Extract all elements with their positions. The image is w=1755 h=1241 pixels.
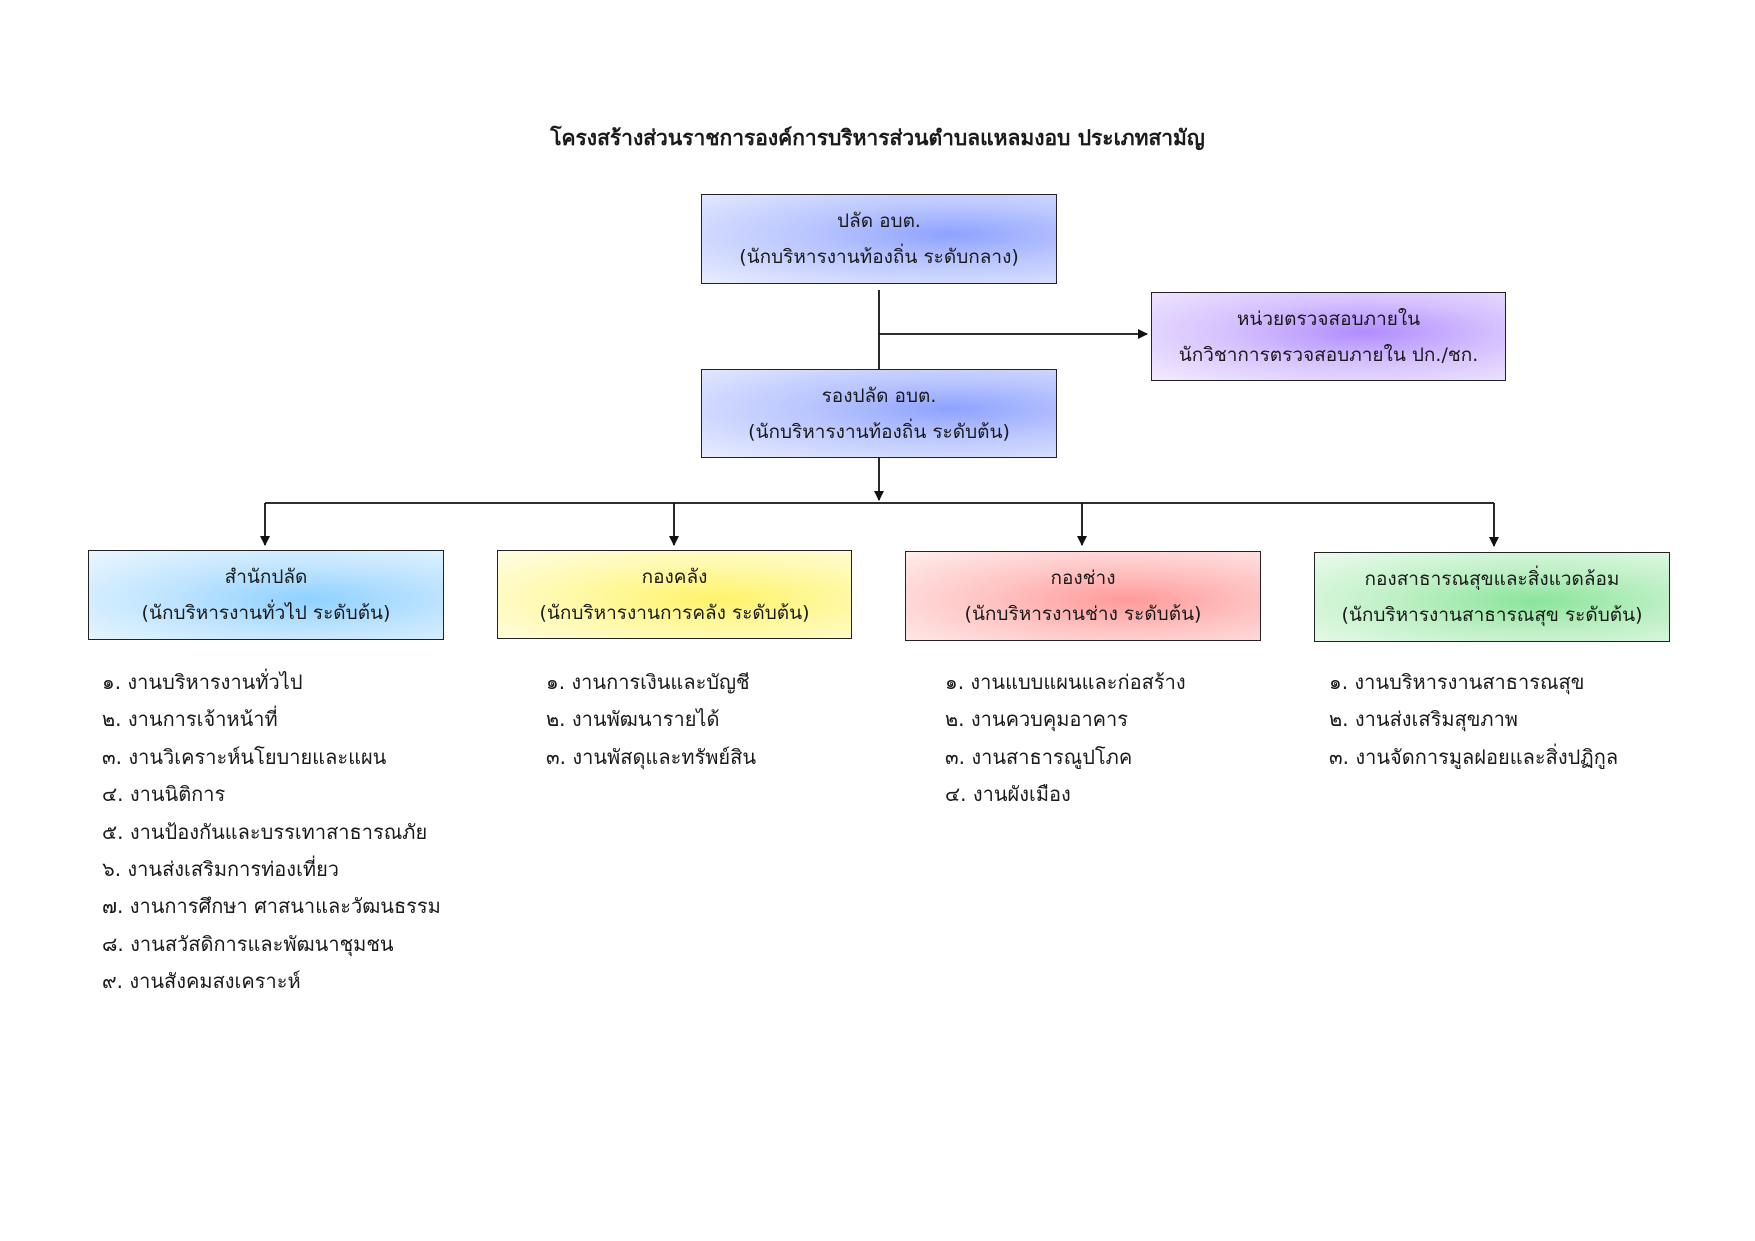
audit-box: หน่วยตรวจสอบภายใน นักวิชาการตรวจสอบภายใน… bbox=[1151, 292, 1506, 381]
department-box-finance: กองคลัง (นักบริหารงานการคลัง ระดับต้น) bbox=[497, 550, 852, 639]
task-list-engineering: ๑. งานแบบแผนและก่อสร้าง ๒. งานควบคุมอาคา… bbox=[945, 664, 1186, 814]
department-title: กองสาธารณสุขและสิ่งแวดล้อม bbox=[1364, 568, 1620, 590]
task-item: ๗. งานการศึกษา ศาสนาและวัฒนธรรม bbox=[102, 894, 441, 919]
department-box-office: สำนักปลัด (นักบริหารงานทั่วไป ระดับต้น) bbox=[88, 550, 444, 640]
audit-position: นักวิชาการตรวจสอบภายใน ปก./ชก. bbox=[1178, 343, 1479, 366]
task-item: ๒. งานควบคุมอาคาร bbox=[945, 707, 1129, 732]
task-item: ๓. งานพัสดุและทรัพย์สิน bbox=[546, 744, 757, 769]
task-list-office: ๑. งานบริหารงานทั่วไป ๒. งานการเจ้าหน้าท… bbox=[102, 664, 441, 1001]
department-box-health: กองสาธารณสุขและสิ่งแวดล้อม (นักบริหารงาน… bbox=[1314, 552, 1670, 642]
audit-title: หน่วยตรวจสอบภายใน bbox=[1236, 307, 1421, 330]
task-item: ๘. งานสวัสดิการและพัฒนาชุมชน bbox=[102, 931, 394, 956]
task-list-health: ๑. งานบริหารงานสาธารณสุข ๒. งานส่งเสริมส… bbox=[1329, 664, 1618, 776]
task-item: ๙. งานสังคมสงเคราะห์ bbox=[102, 969, 301, 994]
deputy-box: รองปลัด อบต. (นักบริหารงานท้องถิ่น ระดับ… bbox=[701, 369, 1057, 458]
task-item: ๔. งานผังเมือง bbox=[945, 782, 1071, 807]
task-item: ๒. งานส่งเสริมสุขภาพ bbox=[1329, 707, 1518, 732]
department-position: (นักบริหารงานสาธารณสุข ระดับต้น) bbox=[1341, 604, 1643, 626]
task-item: ๓. งานวิเคราะห์นโยบายและแผน bbox=[102, 744, 387, 769]
task-item: ๒. งานการเจ้าหน้าที่ bbox=[102, 707, 278, 732]
department-title: กองคลัง bbox=[641, 565, 708, 588]
task-item: ๑. งานบริหารงานสาธารณสุข bbox=[1329, 670, 1585, 694]
task-item: ๔. งานนิติการ bbox=[102, 782, 226, 807]
department-title: สำนักปลัด bbox=[224, 566, 308, 588]
task-item: ๓. งานสาธารณูปโภค bbox=[945, 744, 1133, 769]
task-list-finance: ๑. งานการเงินและบัญชี ๒. งานพัฒนารายได้ … bbox=[546, 664, 756, 776]
task-item: ๖. งานส่งเสริมการท่องเที่ยว bbox=[102, 857, 340, 882]
department-position: (นักบริหารงานทั่วไป ระดับต้น) bbox=[141, 602, 391, 624]
task-item: ๑. งานแบบแผนและก่อสร้าง bbox=[945, 670, 1186, 694]
department-position: (นักบริหารงานช่าง ระดับต้น) bbox=[964, 603, 1202, 625]
chief-position: (นักบริหารงานท้องถิ่น ระดับกลาง) bbox=[739, 246, 1019, 268]
deputy-title: รองปลัด อบต. bbox=[821, 384, 937, 407]
department-title: กองช่าง bbox=[1050, 567, 1116, 589]
chief-title: ปลัด อบต. bbox=[837, 210, 921, 232]
task-item: ๓. งานจัดการมูลฝอยและสิ่งปฏิกูล bbox=[1329, 744, 1619, 769]
chart-title: โครงสร้างส่วนราชการองค์การบริหารส่วนตำบล… bbox=[550, 126, 1205, 150]
task-item: ๒. งานพัฒนารายได้ bbox=[546, 707, 720, 732]
department-position: (นักบริหารงานการคลัง ระดับต้น) bbox=[539, 601, 810, 624]
deputy-position: (นักบริหารงานท้องถิ่น ระดับต้น) bbox=[748, 420, 1010, 443]
department-box-engineering: กองช่าง (นักบริหารงานช่าง ระดับต้น) bbox=[905, 551, 1261, 641]
task-item: ๑. งานการเงินและบัญชี bbox=[546, 670, 750, 694]
task-item: ๑. งานบริหารงานทั่วไป bbox=[102, 670, 303, 694]
task-item: ๕. งานป้องกันและบรรเทาสาธารณภัย bbox=[102, 819, 428, 844]
chief-box: ปลัด อบต. (นักบริหารงานท้องถิ่น ระดับกลา… bbox=[701, 194, 1057, 284]
